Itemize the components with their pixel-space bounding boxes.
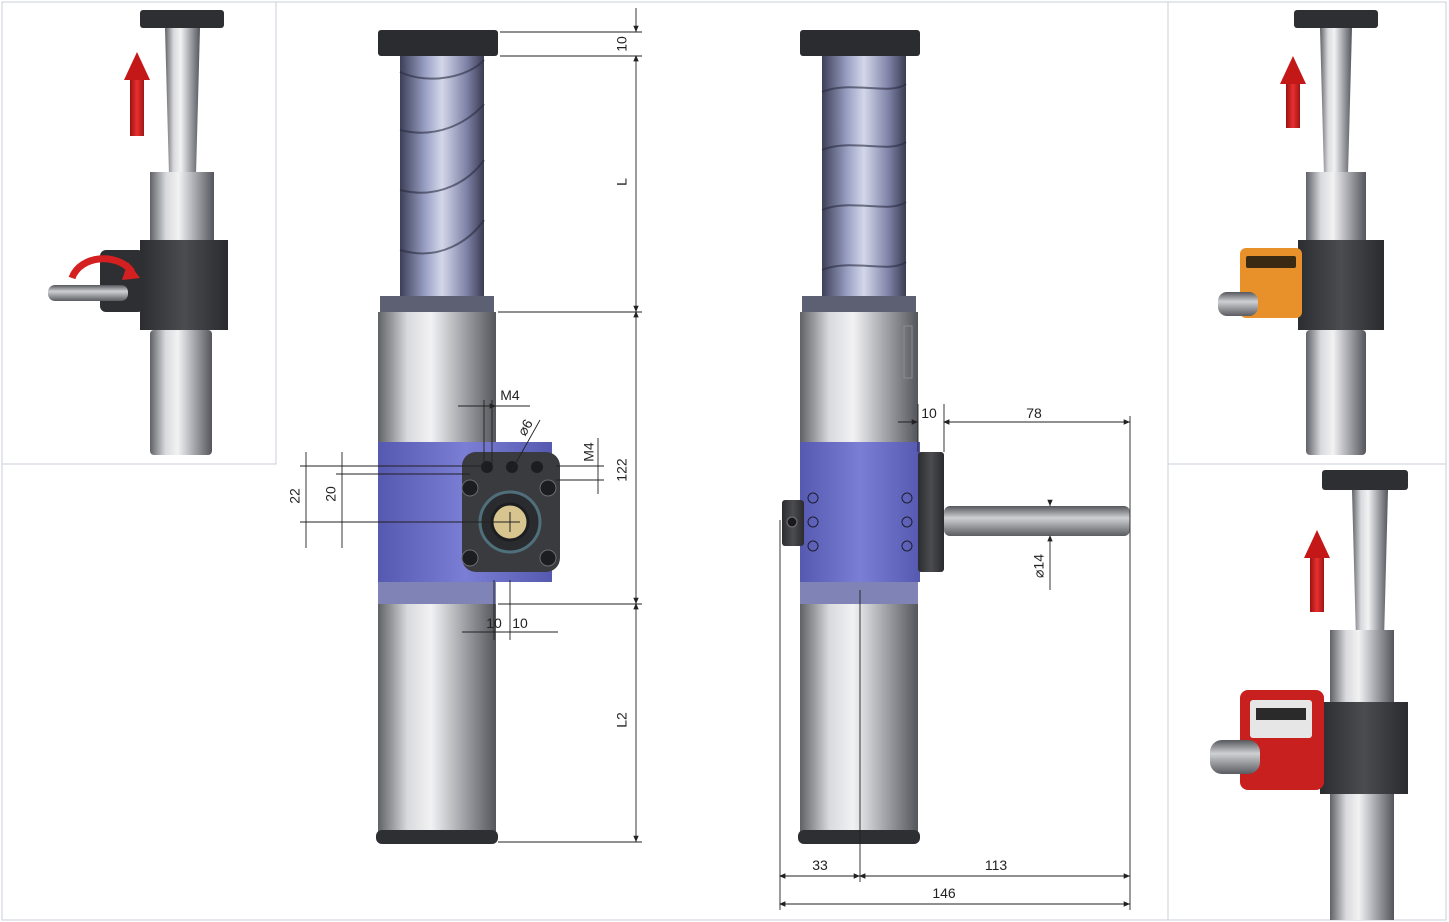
dim-outer-offset: 22 <box>287 488 303 504</box>
dim-lower-tube-length: L2 <box>614 712 630 728</box>
thumbnail-digital-counter <box>1210 470 1408 920</box>
dim-thread-top: M4 <box>500 387 520 403</box>
dim-axis-to-shaft-end: 113 <box>985 857 1008 873</box>
dim-housing-height: 122 <box>614 458 630 482</box>
side-view <box>782 30 1130 844</box>
up-arrow-icon <box>124 52 150 136</box>
dim-flange-thickness: 10 <box>921 405 937 421</box>
dim-inner-offset: 20 <box>323 486 339 502</box>
up-arrow-icon <box>1304 530 1330 612</box>
dim-shaft-diameter: ⌀14 <box>1031 554 1047 578</box>
dim-stroke-length: L <box>614 178 630 186</box>
dim-offset-left: 10 <box>486 615 502 631</box>
dim-shaft-length: 78 <box>1026 405 1042 421</box>
dim-knob-to-axis: 33 <box>812 857 828 873</box>
dim-overall-width: 146 <box>932 885 956 901</box>
dim-pin-diameter: ⌀6 <box>514 416 536 438</box>
dim-thread-side: M4 <box>581 442 597 462</box>
up-arrow-icon <box>1280 56 1306 128</box>
thumbnail-position-indicator <box>1218 10 1384 455</box>
front-view-dimensions <box>300 8 642 843</box>
dim-offset-right: 10 <box>512 615 528 631</box>
thumbnail-manual-crank <box>48 10 228 455</box>
side-view-dimensions <box>779 404 1131 910</box>
front-view <box>376 30 560 844</box>
dim-top-plate-thickness: 10 <box>614 36 630 52</box>
